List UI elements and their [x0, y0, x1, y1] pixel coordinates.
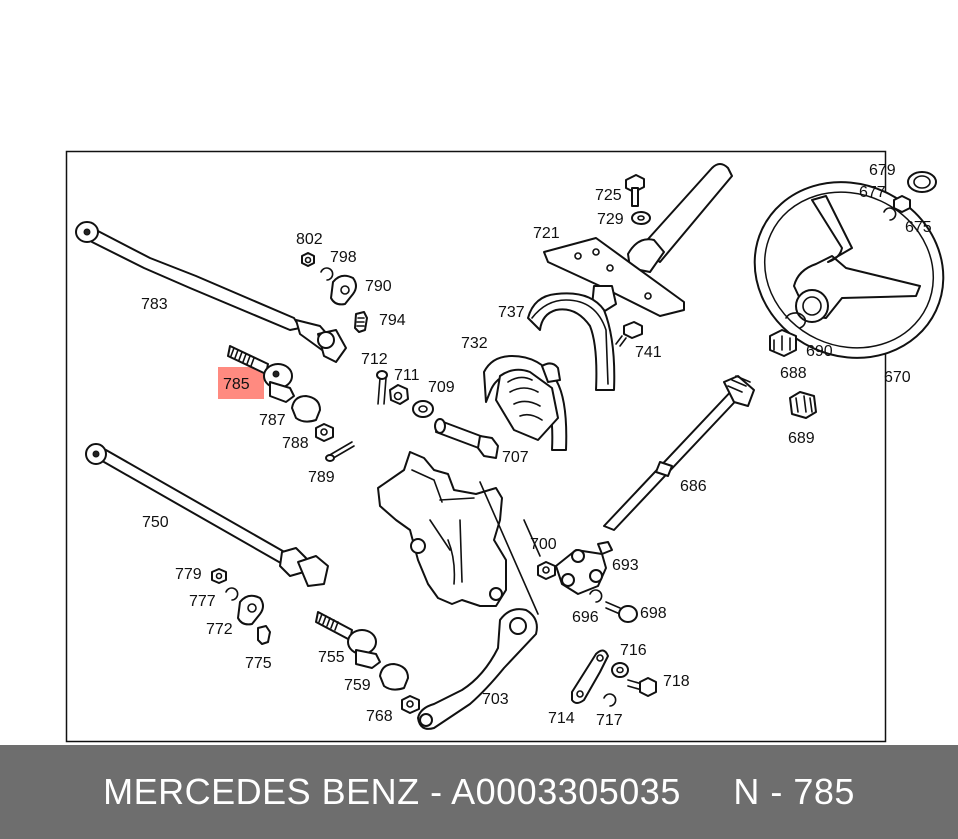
boot-787 — [291, 395, 321, 423]
column-tube — [627, 163, 733, 273]
nut-768 — [401, 695, 420, 714]
label-717: 717 — [596, 712, 623, 729]
bolt-707 — [434, 418, 499, 459]
clamp-set-upper — [301, 252, 368, 333]
label-789: 789 — [308, 469, 335, 486]
label-690: 690 — [806, 343, 833, 360]
universal-joint-693 — [555, 541, 613, 595]
washer-709 — [412, 400, 434, 418]
label-772: 772 — [206, 621, 233, 638]
label-798: 798 — [330, 249, 357, 266]
label-755: 755 — [318, 649, 345, 666]
cap-679 — [907, 171, 937, 193]
label-775: 775 — [245, 655, 272, 672]
bolt-725 — [625, 174, 645, 207]
label-688: 688 — [780, 365, 807, 382]
label-679: 679 — [869, 162, 896, 179]
nut-788 — [315, 423, 334, 442]
footer-caption: MERCEDES BENZ - A0003305035 N - 785 — [103, 771, 855, 812]
washer-675 — [883, 207, 897, 221]
label-689: 689 — [788, 430, 815, 447]
label-779: 779 — [175, 566, 202, 583]
label-711: 711 — [394, 367, 420, 384]
label-787: 787 — [259, 412, 286, 429]
highlight-box[interactable] — [218, 367, 264, 399]
cotter-pin-712 — [376, 370, 388, 405]
label-714: 714 — [548, 710, 575, 727]
washer-696 — [589, 589, 603, 603]
label-709: 709 — [428, 379, 455, 396]
clamp-set-lower — [211, 568, 271, 645]
label-707: 707 — [502, 449, 529, 466]
boot-759 — [379, 663, 409, 691]
label-696: 696 — [572, 609, 599, 626]
tie-rod-783 — [75, 221, 347, 363]
ball-joint-785 — [227, 345, 295, 403]
label-716: 716 — [620, 642, 647, 659]
label-759: 759 — [344, 677, 371, 694]
gasket-737 — [527, 292, 616, 391]
tie-rod-750 — [85, 443, 329, 587]
nut-700 — [537, 561, 556, 580]
nut-688 — [769, 329, 797, 357]
label-732: 732 — [461, 335, 488, 352]
label-703: 703 — [482, 691, 509, 708]
label-675: 675 — [905, 219, 932, 236]
label-788: 788 — [282, 435, 309, 452]
cotter-pin-789 — [325, 441, 355, 462]
pitman-arm-703 — [417, 608, 538, 730]
bracket-714 — [571, 649, 609, 704]
steering-shaft-686 — [603, 375, 755, 531]
label-712: 712 — [361, 351, 388, 368]
washer-717 — [603, 693, 617, 707]
diagram-frame — [65, 150, 887, 743]
ring-677 — [893, 195, 911, 213]
label-670: 670 — [884, 369, 911, 386]
washer-690 — [785, 312, 807, 329]
nut-711 — [389, 384, 409, 405]
bolt-741 — [615, 321, 643, 347]
label-677: 677 — [859, 184, 886, 201]
label-777: 777 — [189, 593, 216, 610]
washer-716 — [611, 662, 629, 678]
label-725: 725 — [595, 187, 622, 204]
bolt-698 — [605, 601, 638, 623]
label-785[interactable]: 785 — [223, 376, 250, 393]
label-802: 802 — [296, 231, 323, 248]
label-721: 721 — [533, 225, 560, 242]
footer-bar: MERCEDES BENZ - A0003305035 N - 785 — [0, 745, 958, 839]
label-700: 700 — [530, 536, 557, 553]
label-693: 693 — [612, 557, 639, 574]
label-737: 737 — [498, 304, 525, 321]
label-794: 794 — [379, 312, 406, 329]
bolt-718 — [627, 677, 657, 697]
label-768: 768 — [366, 708, 393, 725]
label-718: 718 — [663, 673, 690, 690]
bushing-689 — [789, 391, 817, 419]
label-783: 783 — [141, 296, 168, 313]
label-790: 790 — [365, 278, 392, 295]
label-686: 686 — [680, 478, 707, 495]
steering-gearbox — [377, 451, 539, 615]
label-741: 741 — [635, 344, 662, 361]
washer-729 — [631, 211, 651, 225]
ball-joint-755 — [315, 611, 381, 669]
label-698: 698 — [640, 605, 667, 622]
label-729: 729 — [597, 211, 624, 228]
label-750: 750 — [142, 514, 169, 531]
cover-732 — [483, 355, 568, 451]
